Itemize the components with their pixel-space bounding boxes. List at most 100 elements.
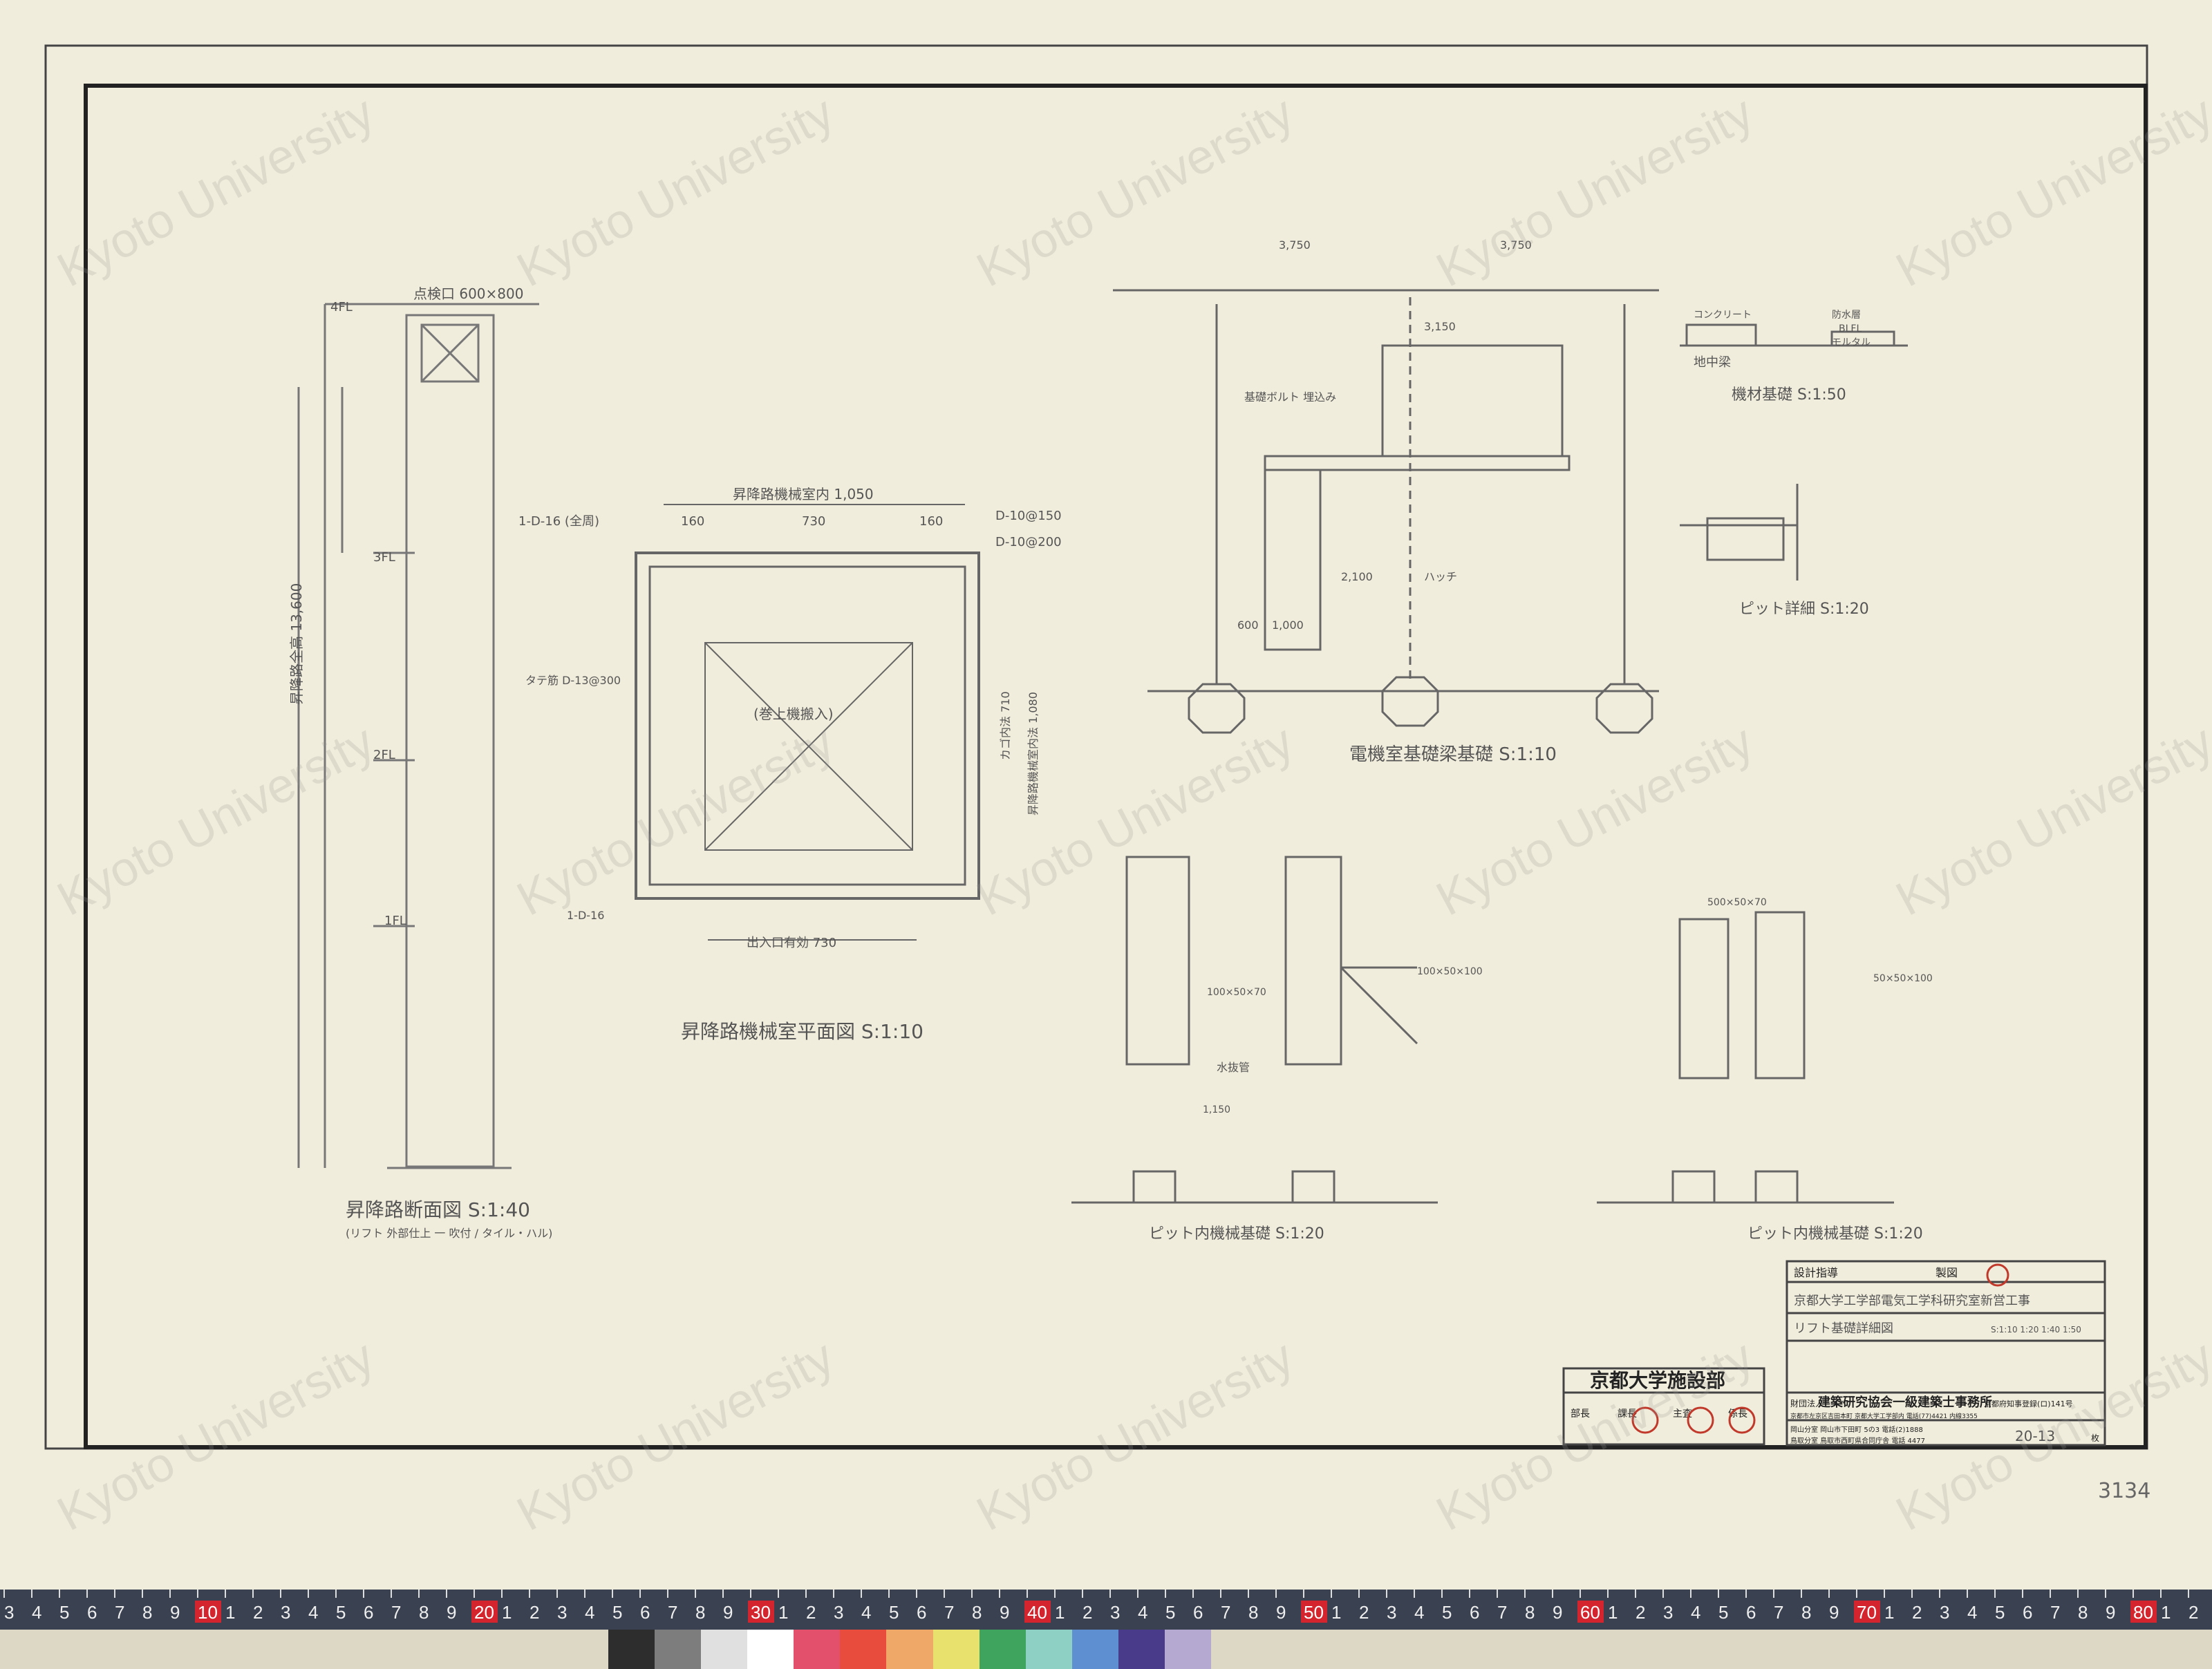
mr-rebar-top: 1-D-16 (全周)	[518, 514, 599, 529]
fp-dim-c: 3,150	[1424, 320, 1456, 333]
ruler-label: 6	[640, 1602, 650, 1623]
ruler-label: 6	[2023, 1602, 2032, 1623]
pr-label-a: 500×50×70	[1707, 897, 1767, 908]
mr-rebar-d10b: D-10@200	[995, 535, 1062, 549]
pit-detail-title: ピット詳細 S:1:20	[1739, 601, 1869, 618]
ruler-label: 10	[198, 1602, 218, 1623]
ruler-label: 7	[1221, 1602, 1230, 1623]
ruler-label: 1	[2161, 1602, 2171, 1623]
ruler-label: 8	[142, 1602, 152, 1623]
seal-2	[1687, 1406, 1714, 1434]
ruler-label: 5	[1718, 1602, 1728, 1623]
ruler-label: 4	[1414, 1602, 1424, 1623]
ss-label-beam: 地中梁	[1694, 355, 1731, 370]
shaft-total-height: 昇降路全高 13,600	[288, 583, 305, 705]
ruler-label: 5	[1442, 1602, 1452, 1623]
ruler-label: 9	[1276, 1602, 1286, 1623]
small-section-title: 機材基礎 S:1:50	[1732, 386, 1846, 404]
seal-4	[1986, 1263, 2009, 1287]
ruler-label: 7	[115, 1602, 124, 1623]
ruler-label: 30	[751, 1602, 771, 1623]
pit-elevation-lines	[1071, 856, 1894, 1204]
foundation-plan-title: 電機室基礎梁基礎 S:1:10	[1349, 744, 1557, 765]
fp-dim-600: 600	[1237, 619, 1259, 632]
ruler-label: 1	[502, 1602, 512, 1623]
ruler-label: 5	[59, 1602, 69, 1623]
page-number: 3134	[2098, 1479, 2151, 1503]
ruler-label: 4	[32, 1602, 41, 1623]
mr-width-label: 昇降路機械室内 1,050	[733, 486, 874, 502]
ruler-label: 7	[944, 1602, 954, 1623]
ruler-label: 5	[336, 1602, 346, 1623]
pe-label-drain: 水抜管	[1217, 1061, 1250, 1074]
ruler-label: 9	[723, 1602, 733, 1623]
ruler-label: 7	[668, 1602, 677, 1623]
fp-hatch: ハッチ	[1424, 570, 1457, 583]
ruler-label: 8	[1248, 1602, 1258, 1623]
pe-label-total: 1,150	[1203, 1104, 1230, 1115]
drawing-sheet: 点検口 600×800 4FL 昇降路全高 13,600 3FL 2FL 1FL…	[44, 44, 2148, 1450]
ruler-major-mark	[1024, 1601, 1051, 1623]
ruler-label: 70	[1857, 1602, 1877, 1623]
color-patch	[655, 1630, 702, 1669]
ruler-label: 2	[806, 1602, 816, 1623]
mr-rebar-bottom: 1-D-16	[567, 909, 604, 922]
shaft-section-title: 昇降路断面図 S:1:40	[346, 1198, 530, 1221]
seal-3	[1728, 1406, 1756, 1434]
color-patch	[1071, 1630, 1118, 1669]
ruler-label: 6	[364, 1602, 373, 1623]
ruler-label: 5	[1995, 1602, 2005, 1623]
mr-dim-730: 730	[802, 514, 825, 529]
color-patch	[1164, 1630, 1212, 1669]
tb-sheet-no: 20-13	[2015, 1428, 2055, 1444]
ruler-label: 4	[1138, 1602, 1147, 1623]
ruler-major-mark	[1577, 1601, 1604, 1623]
ruler-label: 9	[1000, 1602, 1009, 1623]
fp-dim-2100: 2,100	[1341, 570, 1373, 583]
pit-right-elev-title: ピット内機械基礎 S:1:20	[1747, 1225, 1923, 1243]
foundation-plan-lines	[1113, 289, 1659, 734]
ruler-label: 2	[1082, 1602, 1092, 1623]
pe-label-b: 100×50×100	[1417, 966, 1483, 977]
color-patch	[979, 1630, 1026, 1669]
ruler-label: 8	[2078, 1602, 2088, 1623]
fp-dim-a: 3,750	[1279, 238, 1311, 252]
ruler-major-mark	[748, 1601, 774, 1623]
tb-address-2: 岡山分室 岡山市下田町 5の3 電話(2)1888	[1790, 1425, 1923, 1434]
shaft-1fl: 1FL	[384, 914, 406, 928]
ruler-label: 7	[391, 1602, 401, 1623]
fp-dim-1000: 1,000	[1272, 619, 1304, 632]
ruler-label: 40	[1027, 1602, 1047, 1623]
tb-drawing-label: 製図	[1936, 1266, 1958, 1279]
mr-dim-160a: 160	[681, 514, 704, 529]
pe-label-a: 100×50×70	[1207, 987, 1266, 998]
ruler-label: 4	[585, 1602, 594, 1623]
ruler-label: 1	[1331, 1602, 1341, 1623]
tb-address-1: 京都市左京区吉田本町 京都大学工学部内 電話(77)4421 内線3355	[1790, 1412, 1978, 1420]
ruler-label: 6	[917, 1602, 926, 1623]
ruler-major-mark	[1301, 1601, 1327, 1623]
tb-firm-reg: 京都府知事登録(ロ)141号	[1984, 1399, 2073, 1408]
ruler-label: 7	[1497, 1602, 1507, 1623]
ruler-label: 1	[1608, 1602, 1618, 1623]
ruler-label: 8	[419, 1602, 429, 1623]
ruler-label: 20	[474, 1602, 494, 1623]
ruler-label: 2	[1359, 1602, 1369, 1623]
ruler-label: 9	[1553, 1602, 1562, 1623]
ruler-label: 3	[281, 1602, 290, 1623]
ss-label-blfl: BLFL	[1839, 323, 1862, 334]
ss-label-waterproof: 防水層	[1832, 310, 1861, 321]
ruler-label: 3	[1940, 1602, 1949, 1623]
tb-supervisor: 設計指導	[1794, 1266, 1838, 1279]
ruler-label: 6	[87, 1602, 97, 1623]
color-patch	[701, 1630, 748, 1669]
ruler-label: 8	[972, 1602, 982, 1623]
ruler-label: 3	[1387, 1602, 1396, 1623]
ruler-major-mark	[471, 1601, 498, 1623]
ruler-major-mark	[195, 1601, 221, 1623]
machine-room-plan-lines	[635, 504, 980, 941]
architectural-drawing: 点検口 600×800 4FL 昇降路全高 13,600 3FL 2FL 1FL…	[44, 44, 2148, 1450]
tb-project: 京都大学工学部電気工学科研究室新営工事	[1794, 1294, 2030, 1308]
